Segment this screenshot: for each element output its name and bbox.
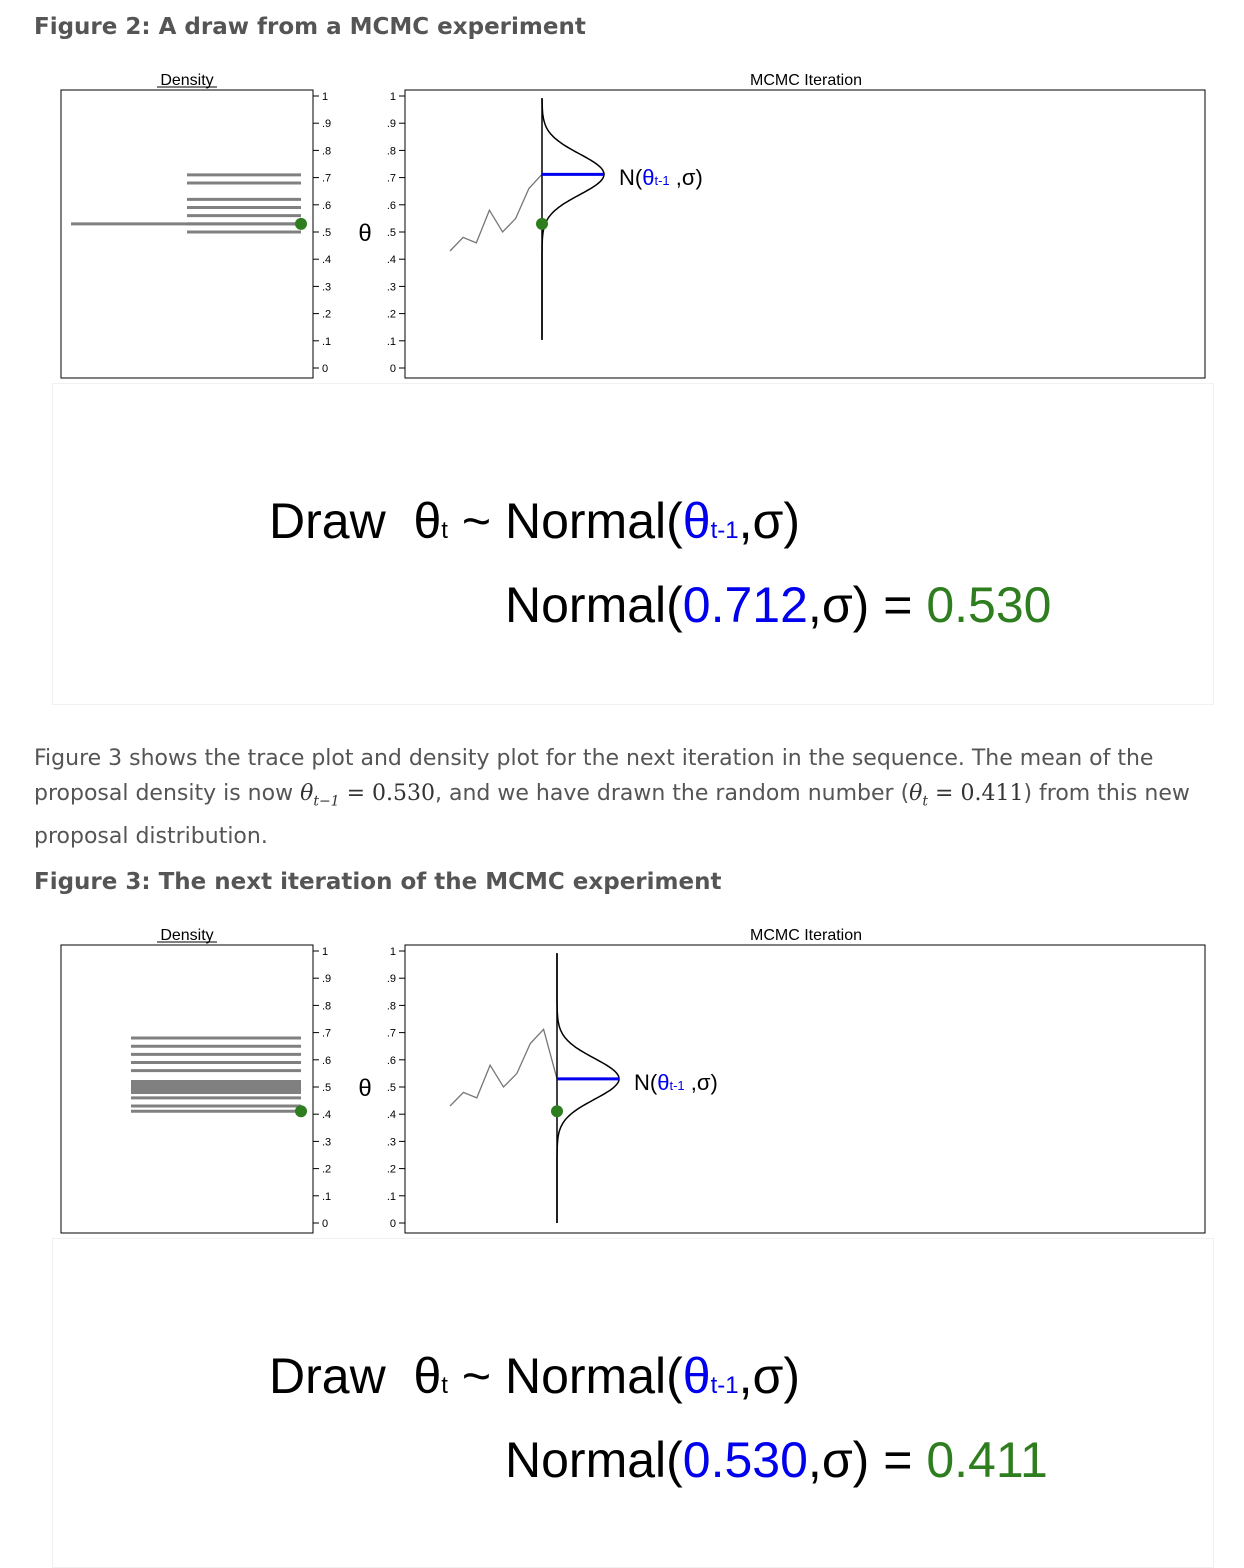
density-current-point [295, 1105, 307, 1118]
middle-axis-tick-label: .3 [387, 281, 396, 293]
density-bars [71, 173, 307, 234]
left-axis-tick-label: .5 [322, 1082, 331, 1094]
left-axis-tick-label: 0 [322, 363, 328, 375]
proposal-density-curve [541, 98, 605, 340]
result-equation: Normal(0.712,σ) = 0.530 [505, 577, 1052, 633]
density-current-point [295, 217, 307, 230]
middle-axis-tick-label: .7 [387, 1028, 396, 1040]
drawn-value-point [536, 217, 548, 230]
figure-2-title: Figure 2: A draw from a MCMC experiment [34, 14, 586, 40]
middle-axis-tick-label: .2 [387, 1164, 396, 1176]
theta-axis-symbol: θ [358, 1075, 371, 1102]
axis-ticks: 0 0 .1 .1 .2 .2 .3 .3 .4 .4 .5 .5 .6 .6 .7 .7 .8 .8 .9 .9 1 1 [313, 91, 405, 375]
left-axis-tick-label: .3 [322, 281, 331, 293]
left-axis-tick-label: .8 [322, 1000, 331, 1012]
left-axis-tick-label: .2 [322, 309, 331, 321]
density-axis-title: Density [160, 927, 213, 944]
middle-axis-tick-label: .8 [387, 1000, 396, 1012]
proposal-label: N(θt-1 ,σ) [634, 1070, 718, 1095]
middle-axis-tick-label: .4 [387, 254, 396, 266]
trace-plot-frame [404, 89, 1206, 379]
proposal-density-curve [556, 953, 620, 1223]
left-axis-tick-label: .8 [322, 145, 331, 157]
middle-axis-tick-label: .6 [387, 200, 396, 212]
iteration-axis-title: MCMC Iteration [750, 927, 862, 944]
middle-axis-tick-label: 0 [390, 1218, 396, 1230]
figure-3-equation-panel: Draw θt ~ Normal(θt-1,σ) Normal(0.530,σ)… [52, 1238, 1214, 1568]
draw-equation: Draw θt ~ Normal(θt-1,σ) [269, 1348, 801, 1404]
left-axis-tick-label: .5 [322, 227, 331, 239]
density-plot-frame [60, 944, 314, 1234]
draw-equation: Draw θt ~ Normal(θt-1,σ) [269, 493, 801, 549]
figure-2-graph: Density MCMC Iteration θ 0 0 .1 .1 .2 .2 .3 .3.… [60, 72, 1206, 379]
density-bars [131, 1036, 307, 1118]
middle-axis-tick-label: 1 [390, 946, 396, 958]
axis-ticks: 0 0 .1 .1 .2 .2 .3 .3 .4 .4 .5 .5 .6 .6 .7 .7 .8 .8 .9 .9 1 1 [313, 946, 405, 1230]
trace-and-proposal [449, 953, 620, 1223]
density-axis-title: Density [160, 72, 213, 89]
left-axis-tick-label: .9 [322, 118, 331, 130]
middle-axis-tick-label: .1 [387, 1191, 396, 1203]
left-axis-tick-label: .3 [322, 1136, 331, 1148]
middle-axis-tick-label: 0 [390, 363, 396, 375]
trace-plot-frame [404, 944, 1206, 1234]
middle-axis-tick-label: .3 [387, 1136, 396, 1148]
middle-axis-tick-label: .4 [387, 1109, 396, 1121]
left-axis-tick-label: .4 [322, 254, 331, 266]
figure-2-equation-panel: Draw θt ~ Normal(θt-1,σ) Normal(0.712,σ)… [52, 383, 1214, 705]
left-axis-tick-label: .2 [322, 1164, 331, 1176]
left-axis-tick-label: 1 [322, 946, 328, 958]
iteration-axis-title: MCMC Iteration [750, 72, 862, 89]
trace-line [449, 1028, 558, 1107]
trace-line [449, 173, 543, 252]
middle-axis-tick-label: .2 [387, 309, 396, 321]
left-axis-tick-label: .7 [322, 1028, 331, 1040]
middle-axis-tick-label: .5 [387, 1082, 396, 1094]
middle-axis-tick-label: .9 [387, 118, 396, 130]
middle-axis-tick-label: 1 [390, 91, 396, 103]
proposal-label: N(θt-1 ,σ) [619, 165, 703, 190]
theta-axis-symbol: θ [358, 220, 371, 247]
left-axis-tick-label: .4 [322, 1109, 331, 1121]
left-axis-tick-label: .1 [322, 1191, 331, 1203]
left-axis-tick-label: .1 [322, 336, 331, 348]
left-axis-tick-label: 1 [322, 91, 328, 103]
figure-3-graph: Density MCMC Iteration θ 0 0 .1 .1 .2 .2 .3 .3.… [60, 927, 1206, 1234]
drawn-value-point [551, 1105, 563, 1118]
result-equation: Normal(0.530,σ) = 0.411 [505, 1432, 1048, 1488]
middle-axis-tick-label: .8 [387, 145, 396, 157]
left-axis-tick-label: 0 [322, 1218, 328, 1230]
left-axis-tick-label: .6 [322, 200, 331, 212]
trace-and-proposal [449, 98, 605, 340]
body-paragraph: Figure 3 shows the trace plot and densit… [34, 746, 1190, 850]
middle-axis-tick-label: .5 [387, 227, 396, 239]
left-axis-tick-label: .7 [322, 173, 331, 185]
left-axis-tick-label: .9 [322, 973, 331, 985]
middle-axis-tick-label: .6 [387, 1055, 396, 1067]
middle-axis-tick-label: .9 [387, 973, 396, 985]
middle-axis-tick-label: .1 [387, 336, 396, 348]
density-plot-frame [60, 89, 314, 379]
left-axis-tick-label: .6 [322, 1055, 331, 1067]
figure-3-title: Figure 3: The next iteration of the MCMC… [34, 869, 722, 895]
middle-axis-tick-label: .7 [387, 173, 396, 185]
